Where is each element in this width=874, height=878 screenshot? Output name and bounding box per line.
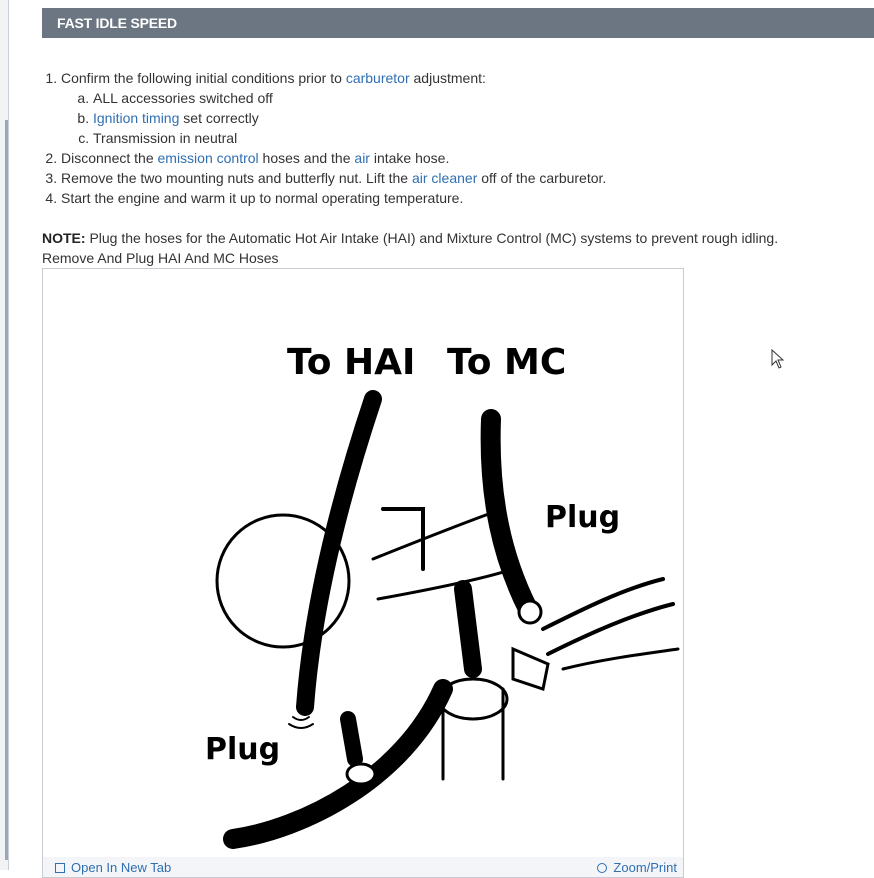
procedure-step: Remove the two mounting nuts and butterf… <box>61 168 842 188</box>
left-scroll-rail[interactable] <box>0 0 9 870</box>
inline-link[interactable]: Ignition timing <box>93 110 180 126</box>
figure-frame: To HAI To MC Plug Plug Open In New Tab Z… <box>42 268 684 878</box>
note-label: NOTE: <box>42 230 86 246</box>
plug-mark <box>292 716 310 721</box>
label-to-mc: To MC <box>447 342 566 383</box>
procedure-step: Confirm the following initial conditions… <box>61 68 842 148</box>
step-text: Transmission in neutral <box>93 130 238 146</box>
lower-hose <box>223 679 453 849</box>
sub-conditions: ALL accessories switched offIgnition tim… <box>61 88 842 148</box>
step-text: off of the carburetor. <box>477 170 607 186</box>
hose-illustration: To HAI To MC Plug Plug <box>205 342 680 849</box>
procedure-step: Start the engine and warm it up to norma… <box>61 188 842 208</box>
hose-to-hai <box>296 390 382 716</box>
step-text: intake hose. <box>369 150 450 166</box>
bracket-line <box>381 507 425 571</box>
note-text: Plug the hoses for the Automatic Hot Air… <box>85 230 779 246</box>
step-line: Remove the two mounting nuts and butterf… <box>61 170 606 186</box>
hose-to-mc <box>480 409 538 619</box>
figure-footer: Open In New Tab Zoom/Print <box>43 857 683 877</box>
body-line <box>371 507 505 561</box>
figure-caption: Remove And Plug HAI And MC Hoses <box>42 250 279 266</box>
procedure-step: Disconnect the emission control hoses an… <box>61 148 842 168</box>
clamp <box>511 646 550 691</box>
inline-link[interactable]: emission control <box>157 150 259 166</box>
step-text: Disconnect the <box>61 150 158 166</box>
label-plug-right: Plug <box>545 500 620 535</box>
procedure-steps: Confirm the following initial conditions… <box>42 68 842 208</box>
step-line: Disconnect the emission control hoses an… <box>61 150 449 166</box>
tube-right <box>541 577 665 631</box>
inline-link[interactable]: air <box>354 150 370 166</box>
sub-condition: Transmission in neutral <box>93 128 842 148</box>
step-text: Remove the two mounting nuts and butterf… <box>61 170 412 186</box>
plug-left-stub <box>340 711 363 767</box>
new-tab-icon <box>55 862 65 873</box>
mouse-pointer-icon <box>771 349 785 369</box>
zoom-print-link[interactable]: Zoom/Print <box>597 860 677 875</box>
tube-right <box>546 602 675 656</box>
step-text: ALL accessories switched off <box>93 90 273 106</box>
step-text: set correctly <box>179 110 259 126</box>
post-lines <box>441 687 505 781</box>
step-text: Confirm the following initial conditions… <box>61 70 346 86</box>
section-header: FAST IDLE SPEED <box>42 8 874 38</box>
tube-right <box>561 647 680 671</box>
body-line <box>376 567 515 601</box>
plug-end-mc <box>517 599 543 625</box>
inline-link[interactable]: air cleaner <box>411 170 478 186</box>
open-in-new-tab-link[interactable]: Open In New Tab <box>55 860 171 875</box>
label-to-hai: To HAI <box>287 342 415 383</box>
step-text: adjustment: <box>409 70 486 86</box>
carburetor-base-circle <box>215 513 351 649</box>
sub-condition: Ignition timing set correctly <box>93 108 842 128</box>
rail-indicator <box>5 120 8 860</box>
step-text: Start the engine and warm it up to norma… <box>61 190 464 206</box>
inline-link[interactable]: carburetor <box>345 70 410 86</box>
step-line: Start the engine and warm it up to norma… <box>61 190 463 206</box>
plug-mark <box>288 723 314 729</box>
procedure-content: Confirm the following initial conditions… <box>42 68 842 268</box>
note-paragraph: NOTE: Plug the hoses for the Automatic H… <box>42 228 842 248</box>
sub-condition: ALL accessories switched off <box>93 88 842 108</box>
center-hose <box>454 580 482 678</box>
label-plug-left: Plug <box>205 732 280 767</box>
step-line: Confirm the following initial conditions… <box>61 70 486 86</box>
step-text: hoses and the <box>258 150 355 166</box>
left-fitting <box>345 762 377 786</box>
zoom-icon <box>597 862 608 873</box>
